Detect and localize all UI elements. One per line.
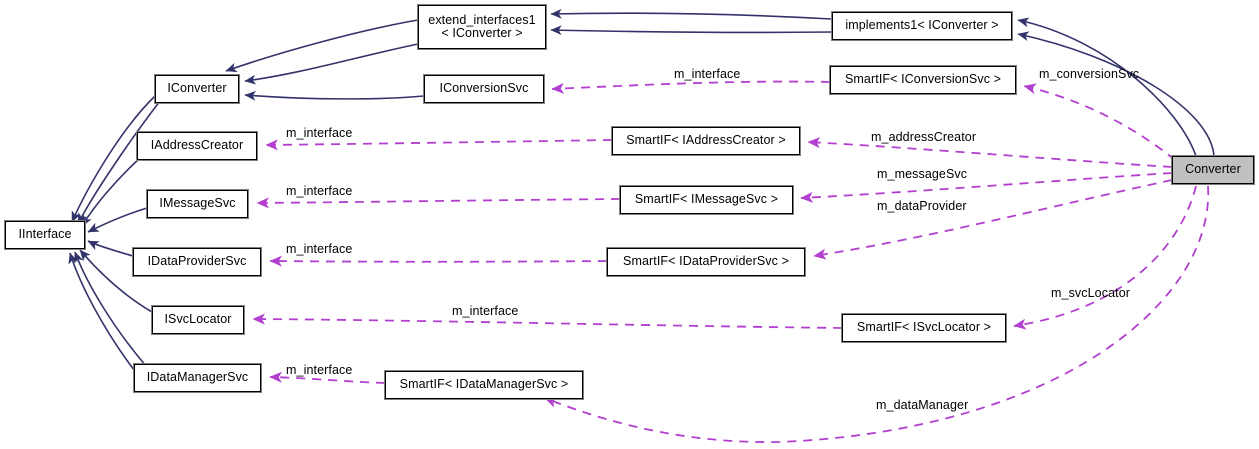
node-label: IInterface <box>18 227 72 242</box>
edge-label-m-datamanager: m_dataManager <box>876 398 969 412</box>
edge-label-m-svclocator: m_svcLocator <box>1051 286 1131 300</box>
node-iconversionsvc[interactable]: IConversionSvc <box>423 74 545 104</box>
node-idatamanagersvc[interactable]: IDataManagerSvc <box>133 363 262 393</box>
edge-label-m-conversionsvc: m_conversionSvc <box>1039 67 1140 81</box>
edge-label-m-interface-datamanagersvc: m_interface <box>286 363 353 377</box>
edge-label-m-interface-addresscreator: m_interface <box>286 126 353 140</box>
node-label: extend_interfaces1 <box>428 12 536 27</box>
node-label: implements1< IConverter > <box>845 18 999 33</box>
node-label: IMessageSvc <box>159 196 236 211</box>
edge-label-m-interface-dataprovidersvc: m_interface <box>286 242 353 256</box>
node-smartif-imessagesvc[interactable]: SmartIF< IMessageSvc > <box>619 185 794 215</box>
edge-label-m-addresscreator: m_addressCreator <box>871 130 977 144</box>
node-label: SmartIF< IAddressCreator > <box>626 133 786 148</box>
node-smartif-iaddresscreator[interactable]: SmartIF< IAddressCreator > <box>611 126 801 156</box>
node-label: IDataManagerSvc <box>146 370 249 385</box>
node-label: SmartIF< IDataProviderSvc > <box>623 254 789 269</box>
node-label: IConverter <box>167 81 227 96</box>
node-label: IDataProviderSvc <box>147 254 247 269</box>
edge-label-m-interface-messagesvc: m_interface <box>286 184 353 198</box>
node-label: SmartIF< ISvcLocator > <box>856 320 992 335</box>
node-label: IAddressCreator <box>150 138 244 153</box>
node-isvclocator[interactable]: ISvcLocator <box>151 305 245 335</box>
node-smartif-isvclocator[interactable]: SmartIF< ISvcLocator > <box>841 313 1007 343</box>
node-implements1-iconverter[interactable]: implements1< IConverter > <box>831 11 1013 41</box>
edge-label-m-dataprovider: m_dataProvider <box>877 199 967 213</box>
edge-label-m-messagesvc: m_messageSvc <box>877 167 968 181</box>
edge-label-m-interface-svclocator: m_interface <box>452 304 519 318</box>
node-label: SmartIF< IConversionSvc > <box>844 72 1002 87</box>
node-iaddresscreator[interactable]: IAddressCreator <box>136 131 258 161</box>
node-label: SmartIF< IMessageSvc > <box>634 192 779 207</box>
node-smartif-idataprovidersvc[interactable]: SmartIF< IDataProviderSvc > <box>606 247 806 277</box>
node-iinterface[interactable]: IInterface <box>4 220 86 250</box>
node-converter[interactable]: Converter <box>1171 155 1255 185</box>
node-iconverter[interactable]: IConverter <box>154 74 240 104</box>
node-smartif-idatamanagersvc[interactable]: SmartIF< IDataManagerSvc > <box>384 370 584 400</box>
edge-label-m-interface-conversionsvc: m_interface <box>674 67 741 81</box>
node-smartif-iconversionsvc[interactable]: SmartIF< IConversionSvc > <box>829 65 1017 95</box>
node-label: SmartIF< IDataManagerSvc > <box>399 377 569 392</box>
node-extend-interfaces1[interactable]: extend_interfaces1 < IConverter > <box>417 4 547 50</box>
node-imessagesvc[interactable]: IMessageSvc <box>146 189 249 219</box>
node-label: Converter <box>1185 162 1241 177</box>
node-label: ISvcLocator <box>164 312 232 327</box>
node-idataprovidersvc[interactable]: IDataProviderSvc <box>132 247 262 277</box>
node-label: IConversionSvc <box>439 81 529 96</box>
node-label-second-line: < IConverter > <box>441 26 523 40</box>
